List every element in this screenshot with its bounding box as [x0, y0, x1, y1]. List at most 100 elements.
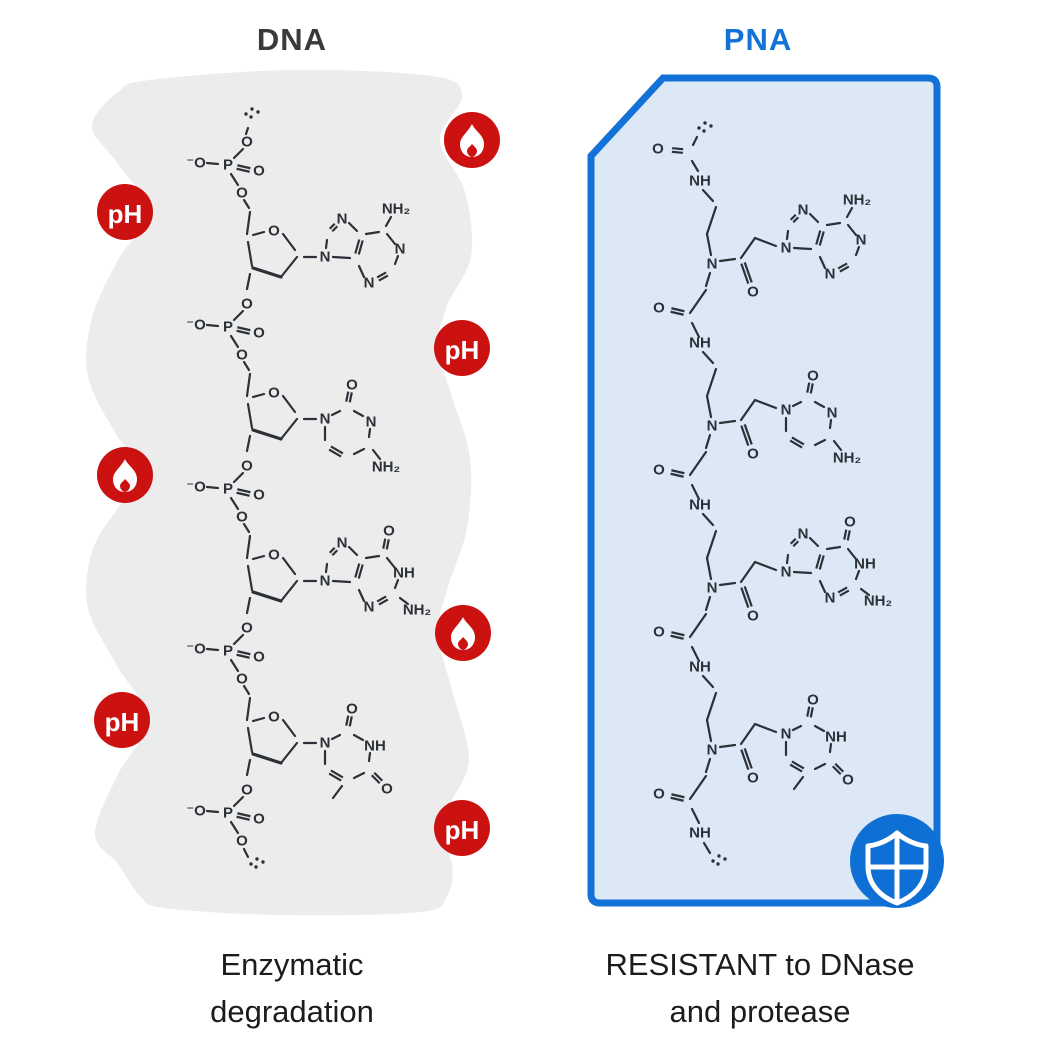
- atom-label: O: [236, 347, 248, 364]
- flame-icon: [460, 124, 484, 157]
- atom-label: O: [653, 786, 665, 803]
- badge-flame: [444, 112, 500, 168]
- badge-flame: [435, 605, 491, 661]
- atom-label: P: [223, 481, 233, 498]
- badge-ph: pH: [97, 184, 153, 240]
- atom-label: NH: [689, 825, 711, 842]
- atom-label: O: [844, 514, 856, 531]
- atom-label: NH: [689, 659, 711, 676]
- dna-caption-line1: Enzymatic: [220, 947, 364, 982]
- atom-label: O: [268, 547, 280, 564]
- atom-label: N: [395, 241, 406, 258]
- atom-label: O: [381, 781, 393, 798]
- pna-caption-line2: and protease: [669, 994, 851, 1029]
- atom-label: O: [653, 624, 665, 641]
- badge-ph: pH: [434, 800, 490, 856]
- atom-label: O: [653, 300, 665, 317]
- atom-label: O: [807, 368, 819, 385]
- dna-title: DNA: [256, 22, 328, 57]
- atom-label: ⁻O: [186, 155, 206, 172]
- atom-label: O: [241, 296, 253, 313]
- badge-ph: pH: [94, 692, 150, 748]
- atom-label: O: [241, 620, 253, 637]
- pna-panel-background: [587, 74, 941, 907]
- atom-label: N: [337, 535, 348, 552]
- shield-icon: [865, 830, 929, 906]
- atom-label: N: [798, 526, 809, 543]
- atom-label: O: [652, 141, 664, 158]
- atom-label: O: [241, 782, 253, 799]
- atom-label: NH₂: [403, 602, 431, 619]
- pna-title: PNA: [723, 22, 793, 57]
- atom-label: O: [747, 446, 759, 463]
- atom-label: O: [383, 523, 395, 540]
- flame-icon: [113, 459, 137, 492]
- atom-label: O: [253, 487, 265, 504]
- pna-structure: ONHNOONNNNH₂NNHNOONONNH₂NHNOONNNONHNH₂NH…: [652, 121, 892, 866]
- atom-label: O: [346, 701, 358, 718]
- atom-label: O: [346, 377, 358, 394]
- atom-label: O: [807, 692, 819, 709]
- atom-label: P: [223, 157, 233, 174]
- atom-label: O: [236, 185, 248, 202]
- atom-label: N: [781, 726, 792, 743]
- atom-label: NH: [825, 729, 847, 746]
- atom-label: P: [223, 643, 233, 660]
- atom-label: O: [253, 163, 265, 180]
- atom-label: N: [320, 573, 331, 590]
- atom-label: NH₂: [843, 192, 871, 209]
- atom-label: N: [320, 735, 331, 752]
- atom-label: O: [268, 709, 280, 726]
- atom-label: ⁻O: [186, 641, 206, 658]
- atom-label: NH₂: [833, 450, 861, 467]
- atom-label: N: [781, 240, 792, 257]
- hazard-badges: pH pH pH pH: [94, 112, 500, 856]
- atom-label: NH: [393, 565, 415, 582]
- atom-label: O: [747, 284, 759, 301]
- dna-panel-background: [86, 69, 473, 916]
- dna-caption-line2: degradation: [210, 994, 374, 1029]
- atom-label: O: [253, 811, 265, 828]
- atom-label: P: [223, 805, 233, 822]
- atom-label: N: [707, 742, 718, 759]
- atom-label: O: [253, 649, 265, 666]
- atom-label: NH: [364, 738, 386, 755]
- atom-label: N: [364, 599, 375, 616]
- badge-ph: pH: [434, 320, 490, 376]
- atom-label: N: [366, 414, 377, 431]
- ph-label: pH: [445, 815, 480, 845]
- atom-label: O: [236, 509, 248, 526]
- flame-icon: [451, 617, 475, 650]
- atom-label: O: [747, 608, 759, 625]
- atom-label: O: [268, 223, 280, 240]
- atom-label: O: [842, 772, 854, 789]
- atom-label: NH: [854, 556, 876, 573]
- atom-label: NH: [689, 173, 711, 190]
- atom-label: O: [236, 833, 248, 850]
- atom-label: NH₂: [382, 201, 410, 218]
- atom-label: N: [320, 411, 331, 428]
- atom-label: NH: [689, 335, 711, 352]
- atom-label: O: [253, 325, 265, 342]
- ph-label: pH: [445, 335, 480, 365]
- atom-label: N: [856, 232, 867, 249]
- pna-caption-line1: RESISTANT to DNase: [605, 947, 915, 982]
- atom-label: ⁻O: [186, 479, 206, 496]
- atom-label: O: [747, 770, 759, 787]
- atom-label: N: [707, 418, 718, 435]
- atom-label: N: [337, 211, 348, 228]
- atom-label: N: [707, 256, 718, 273]
- atom-label: N: [825, 266, 836, 283]
- atom-label: NH: [689, 497, 711, 514]
- atom-label: O: [268, 385, 280, 402]
- atom-label: ⁻O: [186, 803, 206, 820]
- atom-label: N: [798, 202, 809, 219]
- atom-label: O: [241, 134, 253, 151]
- atom-label: N: [364, 275, 375, 292]
- atom-label: P: [223, 319, 233, 336]
- shield-badge: [850, 814, 944, 908]
- atom-label: O: [241, 458, 253, 475]
